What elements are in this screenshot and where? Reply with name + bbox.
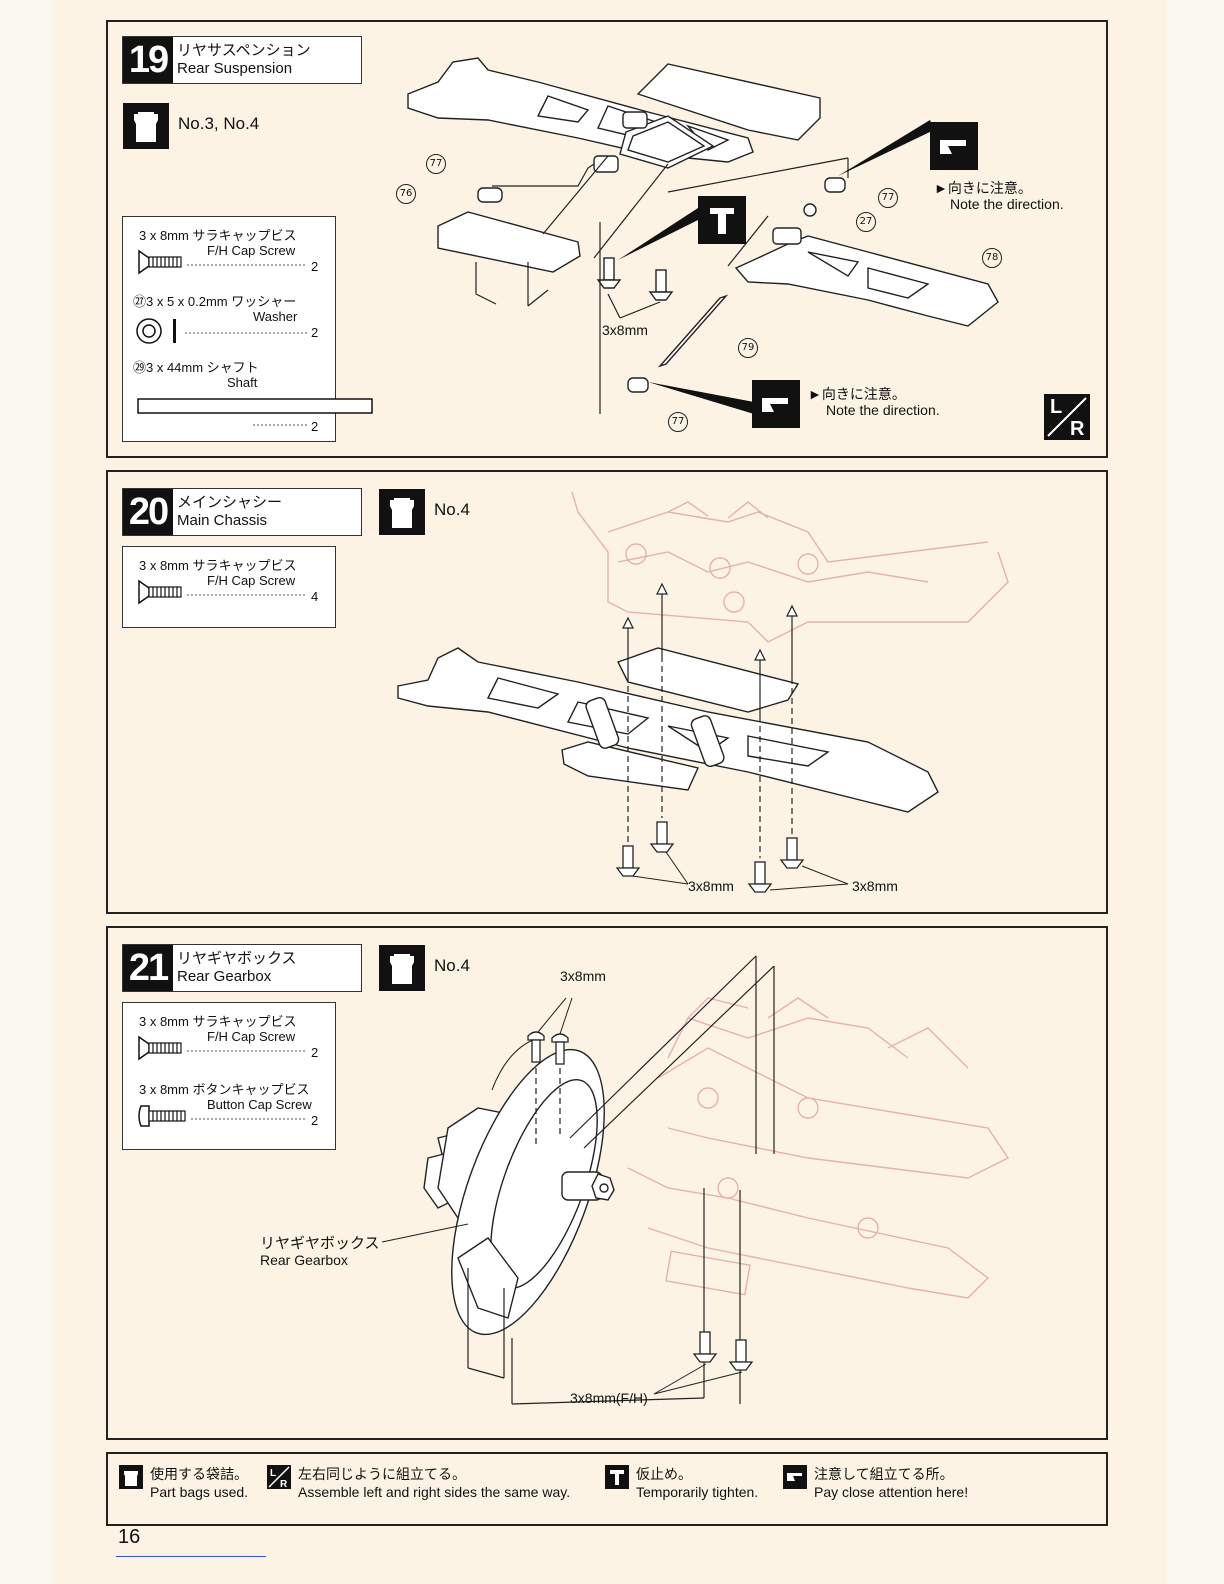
part-qty: 4 <box>311 589 319 604</box>
note-direction-jp: ►向きに注意。 <box>808 386 906 402</box>
part-qty: 2 <box>311 419 319 434</box>
screw-size-label: 3x8mm <box>688 878 734 894</box>
step-number: 21 <box>123 945 173 991</box>
part-qty: 2 <box>311 1113 319 1128</box>
legend-text-en: Pay close attention here! <box>814 1484 969 1500</box>
step-title-en: Rear Gearbox <box>177 968 272 985</box>
note-direction-en: Note the direction. <box>950 196 1064 212</box>
lr-badge-label: R <box>1070 418 1085 440</box>
lr-badge-label: L <box>1050 396 1063 418</box>
legend-item-part-bags: 使用する袋詰。 Part bags used. <box>118 1464 248 1500</box>
shaft-icon <box>137 398 373 426</box>
part-bag-icon <box>379 945 425 991</box>
part-callout: 77 <box>668 412 688 432</box>
part-bag-icon <box>119 1465 143 1489</box>
step-20-title-box: 20 メインシャシー Main Chassis <box>122 488 362 536</box>
step-title-en: Rear Suspension <box>177 60 293 77</box>
part-name-jp: 3 x 8mm サラキャップビス <box>139 1014 297 1029</box>
legend-text-jp: 左右同じように組立てる。 <box>298 1467 466 1483</box>
part-bag-icon <box>379 489 425 535</box>
part-name-en: Washer <box>253 309 298 324</box>
svg-text:R: R <box>280 1479 288 1490</box>
legend-text-jp: 仮止め。 <box>636 1467 692 1483</box>
part-callout: 78 <box>982 248 1002 268</box>
step-21-panel: 21 リヤギヤボックス Rear Gearbox No.4 3 x 8mm サラ… <box>106 926 1108 1440</box>
parts-list: 3 x 8mm サラキャップビス F/H Cap Screw 2 ㉗3 x 5 … <box>122 216 373 442</box>
button-cap-screw-icon <box>138 1105 307 1127</box>
part-bag-label: No.4 <box>434 500 470 519</box>
screw-size-label: 3x8mm <box>560 968 606 984</box>
part-name-en: F/H Cap Screw <box>207 243 296 258</box>
part-qty: 2 <box>311 1045 319 1060</box>
legend-item-temporary: 仮止め。 Temporarily tighten. <box>604 1464 758 1500</box>
step-19-panel: 19 リヤサスペンション Rear Suspension No.3, No.4 … <box>106 20 1108 458</box>
gearbox-label-en: Rear Gearbox <box>260 1252 348 1268</box>
part-name-jp: 3 x 8mm ボタンキャップビス <box>139 1082 310 1097</box>
temporary-tighten-icon <box>605 1465 629 1489</box>
part-callout: 77 <box>426 154 446 174</box>
part-name-jp: ㉗3 x 5 x 0.2mm ワッシャー <box>133 294 297 309</box>
step-title-jp: リヤギヤボックス <box>177 949 297 967</box>
fh-screw-icon <box>138 579 307 605</box>
part-bag-icon <box>123 103 169 149</box>
step-number: 19 <box>123 37 173 83</box>
step-21-title-box: 21 リヤギヤボックス Rear Gearbox <box>122 944 362 992</box>
part-name-jp: 3 x 8mm サラキャップビス <box>139 228 297 243</box>
part-name-jp: 3 x 8mm サラキャップビス <box>139 558 297 573</box>
part-bag-label: No.4 <box>434 956 470 975</box>
page-number: 16 <box>118 1526 141 1548</box>
legend-text-en: Assemble left and right sides the same w… <box>298 1484 571 1500</box>
note-direction-en: Note the direction. <box>826 402 940 418</box>
step-title-jp: リヤサスペンション <box>177 41 311 59</box>
symbol-legend: 使用する袋詰。 Part bags used. L R 左右同じように組立てる。… <box>106 1452 1108 1526</box>
screw-size-label: 3x8mm(F/H) <box>570 1390 648 1406</box>
fh-screw-icon <box>138 249 307 275</box>
legend-item-attention: 注意して組立てる所。 Pay close attention here! <box>782 1464 968 1500</box>
note-direction-jp: ►向きに注意。 <box>934 180 1032 196</box>
part-callout: 76 <box>396 184 416 204</box>
step-title-jp: メインシャシー <box>177 493 283 511</box>
screw-size-label: 3x8mm <box>852 878 898 894</box>
screw-size-label: 3x8mm <box>602 322 648 338</box>
legend-text-jp: 使用する袋詰。 <box>150 1467 248 1483</box>
washer-icon <box>136 318 307 344</box>
part-callout: 77 <box>878 188 898 208</box>
part-name-jp: ㉙3 x 44mm シャフト <box>133 360 259 375</box>
left-right-icon: L R <box>267 1465 291 1490</box>
part-qty: 2 <box>311 325 319 340</box>
fh-screw-icon <box>138 1035 307 1061</box>
step-title-en: Main Chassis <box>177 512 268 529</box>
legend-text-en: Temporarily tighten. <box>636 1484 759 1500</box>
rear-gearbox-diagram <box>381 955 1010 1405</box>
footer-underline <box>116 1556 266 1557</box>
part-bag-label: No.3, No.4 <box>178 114 260 133</box>
gearbox-label-jp: リヤギヤボックス <box>260 1235 380 1252</box>
main-chassis-diagram <box>397 491 1009 893</box>
part-name-en: Button Cap Screw <box>207 1097 312 1112</box>
step-19-title-box: 19 リヤサスペンション Rear Suspension <box>122 36 362 84</box>
part-callout: 27 <box>856 212 876 232</box>
legend-text-jp: 注意して組立てる所。 <box>814 1467 954 1483</box>
legend-text-en: Part bags used. <box>150 1484 249 1500</box>
svg-text:L: L <box>270 1468 276 1479</box>
part-callout: 79 <box>738 338 758 358</box>
step-20-panel: 20 メインシャシー Main Chassis No.4 3 x 8mm サラキ… <box>106 470 1108 914</box>
step-number: 20 <box>123 489 173 535</box>
attention-hand-icon <box>783 1465 807 1489</box>
part-name-en: F/H Cap Screw <box>207 1029 296 1044</box>
part-name-en: F/H Cap Screw <box>207 573 296 588</box>
part-name-en: Shaft <box>227 375 258 390</box>
legend-item-left-right: L R 左右同じように組立てる。 Assemble left and right… <box>266 1464 570 1500</box>
rear-suspension-diagram <box>407 57 1090 440</box>
part-qty: 2 <box>311 259 319 274</box>
parts-list: 3 x 8mm サラキャップビス F/H Cap Screw 4 <box>122 546 336 628</box>
parts-list: 3 x 8mm サラキャップビス F/H Cap Screw 2 3 x 8mm… <box>122 1002 336 1150</box>
